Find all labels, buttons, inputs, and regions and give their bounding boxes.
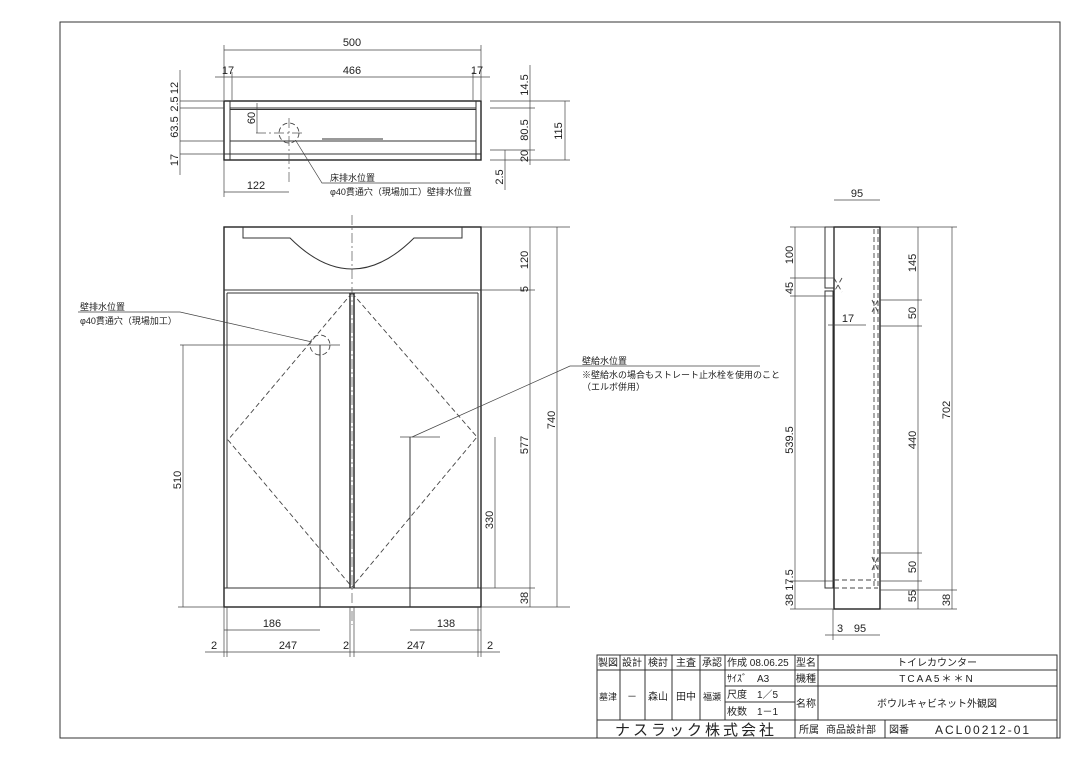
dim-14-5: 14.5 — [519, 74, 531, 95]
dim-120: 120 — [519, 251, 531, 269]
scale: 尺度 1／5 — [727, 688, 779, 701]
dim-95-bottom: 95 — [854, 623, 866, 635]
dim-20: 20 — [519, 150, 531, 162]
dim-186: 186 — [263, 618, 281, 630]
dim-247-right: 247 — [407, 640, 425, 652]
label-department: 所属 — [799, 724, 819, 736]
wall-drain-hole-size: φ40貫通穴（現場加工） — [80, 315, 177, 326]
side-view: 95 100 45 539.5 17.5 38 17 145 50 440 50… — [784, 188, 957, 640]
dim-145: 145 — [907, 254, 919, 272]
dim-100: 100 — [784, 246, 796, 264]
model-type: TCAA5＊＊N — [899, 674, 974, 685]
dim-2-5: 2.5 — [169, 96, 181, 111]
label-drawing-number: 図番 — [889, 724, 909, 736]
wall-supply-remark: ※壁給水の場合もストレート止水栓を使用のこと — [582, 369, 780, 380]
dim-80-5: 80.5 — [519, 119, 531, 140]
header-chief: 主査 — [676, 656, 696, 669]
dim-55: 55 — [907, 590, 919, 602]
chief-name: 田中 — [676, 690, 696, 703]
dim-50-upper: 50 — [907, 307, 919, 319]
dim-2-left: 2 — [211, 640, 217, 652]
dim-510: 510 — [172, 471, 184, 489]
label-model-type: 機種 — [796, 672, 816, 685]
sheet-count: 枚数 1－1 — [727, 705, 779, 718]
dim-63-5: 63.5 — [169, 116, 181, 137]
label-title: 名称 — [796, 697, 816, 710]
dim-2-center: 2 — [343, 640, 349, 652]
label-model-name: 型名 — [796, 656, 816, 669]
department: 商品設計部 — [826, 723, 876, 736]
dim-60: 60 — [246, 112, 258, 124]
dim-122: 122 — [247, 180, 265, 192]
dim-45: 45 — [784, 282, 796, 294]
header-design: 設計 — [622, 656, 642, 669]
header-drafting: 製図 — [598, 656, 618, 669]
dim-115: 115 — [553, 122, 565, 140]
dim-50-lower: 50 — [907, 561, 919, 573]
top-view: 500 466 17 17 12 2.5 63.5 17 60 122 14.5… — [169, 37, 570, 197]
approver-name: 福瀬 — [703, 691, 721, 702]
wall-drain-note: 壁排水位置 — [80, 301, 125, 312]
wall-drain-hole-note: φ40貫通穴（現場加工）壁排水位置 — [330, 186, 472, 197]
dim-500: 500 — [343, 37, 361, 49]
title-block: 製図 設計 検討 主査 承認 作成 08.06.25 ｻｲｽﾞ A3 尺度 1／… — [596, 654, 1058, 739]
dim-17-left: 17 — [222, 65, 234, 77]
dim-38: 38 — [519, 592, 531, 604]
reviewer-name: 森山 — [648, 690, 668, 703]
dim-440: 440 — [907, 431, 919, 449]
dim-17-bottom: 17 — [169, 154, 181, 166]
model-name: トイレカウンター — [897, 657, 977, 669]
dim-2-5-right: 2.5 — [494, 169, 506, 184]
drawing-number: ACL00212-01 — [935, 723, 1031, 737]
dim-3: 3 — [837, 623, 843, 635]
elbow-remark: （エルボ併用） — [582, 381, 645, 392]
dim-38-right: 38 — [941, 594, 953, 606]
created-date: 作成 08.06.25 — [727, 657, 789, 669]
dim-2-right: 2 — [487, 640, 493, 652]
front-view: 120 5 577 740 38 330 510 186 138 2 247 2… — [78, 215, 780, 657]
dim-466: 466 — [343, 65, 361, 77]
dim-138: 138 — [437, 618, 455, 630]
dim-12: 12 — [169, 82, 181, 94]
dim-38-left: 38 — [784, 594, 796, 606]
paper-size: ｻｲｽﾞ A3 — [727, 673, 770, 685]
dim-17-5: 17.5 — [784, 569, 796, 590]
dim-740: 740 — [546, 411, 558, 429]
dim-539-5: 539.5 — [784, 426, 796, 454]
header-review: 検討 — [648, 656, 668, 669]
drawing-title: ボウルキャビネット外観図 — [877, 697, 997, 710]
dim-95-top: 95 — [851, 188, 863, 200]
dim-247-left: 247 — [279, 640, 297, 652]
floor-drain-note: 床排水位置 — [330, 172, 375, 183]
dim-5: 5 — [519, 286, 531, 292]
dim-17-right: 17 — [471, 65, 483, 77]
dim-577: 577 — [519, 436, 531, 454]
header-approval: 承認 — [702, 656, 722, 669]
drafter-name: 墓津 — [599, 691, 617, 702]
company-name: ナスラック株式会社 — [615, 722, 777, 739]
dim-702: 702 — [941, 401, 953, 419]
dim-330: 330 — [484, 511, 496, 529]
dim-17-side: 17 — [842, 313, 854, 325]
designer-name: － — [627, 692, 637, 703]
wall-supply-note: 壁給水位置 — [582, 355, 627, 366]
sheet-border — [59, 21, 1061, 739]
